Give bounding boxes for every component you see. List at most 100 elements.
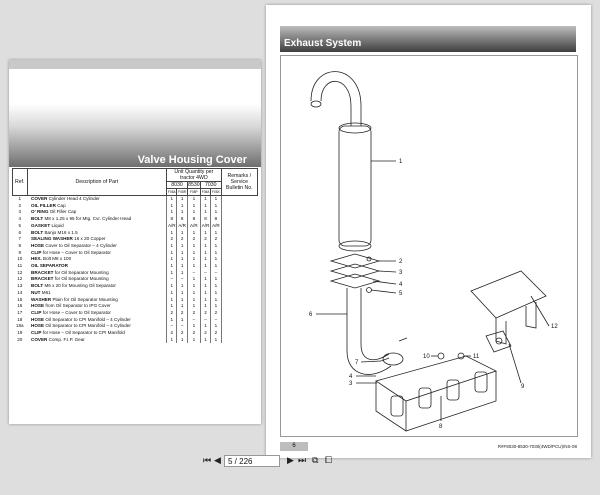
row-qty: 1: [166, 256, 177, 264]
row-qty: –: [166, 323, 177, 331]
gasket-9: [485, 330, 512, 353]
fit-page-icon[interactable]: ⧉: [312, 455, 319, 465]
col-submodel: F08X: [210, 188, 222, 196]
row-qty: 1: [210, 202, 222, 210]
row-qty: 1: [176, 289, 188, 297]
exhaust-diagram: 1 2 3 4 5 6 7 8 9 10 11 12 4 3: [280, 55, 578, 437]
page-top-band: [9, 60, 261, 69]
part-name: HOSE: [31, 242, 45, 248]
row-qty: 1: [186, 323, 201, 331]
row-qty: 1: [186, 303, 201, 310]
callout-8: 8: [439, 424, 443, 430]
callout-2: 2: [399, 259, 403, 265]
nut-11: [457, 352, 465, 360]
row-desc: BOLT M8 x 1.25 x 95 for Mtg. Cvr. Cylind…: [27, 216, 167, 223]
row-qty: 2: [186, 236, 201, 243]
row-remarks: [220, 216, 258, 223]
row-qty: 2: [199, 236, 211, 243]
row-desc: CLIP for Hose – Cover to Oil Separator: [27, 250, 167, 257]
part-detail: for Hose – Cover to Oil Separator: [42, 309, 111, 315]
col-remarks: Remarks / Service Bulletin No.: [220, 168, 259, 196]
row-qty: 1: [186, 296, 201, 304]
row-ref: 4: [18, 216, 22, 222]
part-detail: Comp. F.I.P. Gear: [48, 336, 85, 342]
page-input[interactable]: 5 / 226: [224, 455, 280, 467]
row-qty: A/R: [210, 222, 222, 230]
row-ref: 15: [17, 296, 23, 302]
two-page-icon[interactable]: ⧠: [325, 455, 333, 465]
row-qty: 1: [210, 195, 222, 203]
prev-page-icon[interactable]: ◀: [214, 455, 221, 465]
first-page-icon[interactable]: ⏮: [203, 455, 212, 465]
clamp-plate-lower: [329, 273, 381, 289]
row-remarks: [220, 249, 258, 257]
heat-shield-12: [470, 270, 547, 319]
row-qty: 1: [166, 195, 177, 203]
row-remarks: [220, 289, 258, 297]
part-name: CLIP: [31, 309, 42, 315]
row-remarks: [220, 276, 258, 284]
row-remarks: [220, 195, 258, 203]
row-qty: 8: [186, 216, 201, 223]
row-ref: 9: [18, 249, 22, 255]
manifold-port-2: [418, 387, 432, 409]
row-qty: 2: [210, 330, 222, 337]
row-qty: 1: [166, 296, 177, 304]
row-qty: –: [186, 316, 201, 324]
part-detail: M8 x 1.25 x 95 for Mtg. Cvr. Cylinder He…: [44, 216, 132, 222]
row-ref: 14: [17, 289, 23, 295]
part-name: O' RING: [31, 209, 49, 215]
callout-3b: 3: [349, 381, 353, 387]
part-name: BOLT: [31, 229, 44, 235]
col-submodel: F08A: [199, 188, 212, 196]
footer-code: R#F8030-8530-7030(4WD/PCU)/NS-08: [497, 444, 577, 449]
callout-4: 4: [399, 282, 403, 288]
row-qty: 2: [166, 330, 177, 337]
row-ref: 17: [17, 309, 23, 315]
col-submodel: F08R: [176, 188, 188, 196]
part-name: CLIP: [31, 330, 42, 336]
page-number: 6: [280, 442, 308, 451]
clamp-plate-middle: [329, 263, 381, 279]
part-detail: from Oil Separator to IPG Cover: [45, 303, 111, 309]
part-name: GASKET: [31, 222, 51, 228]
row-qty: 1: [176, 195, 188, 203]
row-ref: 18a: [15, 323, 24, 329]
pipe-flange: [382, 352, 404, 366]
row-remarks: [220, 336, 258, 344]
row-qty: 1: [176, 242, 188, 250]
row-qty: 1: [199, 323, 211, 331]
col-desc: Description of Part: [26, 168, 168, 196]
row-qty: 1: [176, 303, 188, 310]
row-remarks: [220, 222, 258, 230]
row-qty: 1: [166, 289, 177, 297]
row-ref: 5: [18, 222, 22, 228]
row-qty: 1: [166, 283, 177, 290]
row-desc: SEALING WASHER 16 x 20 Copper: [27, 236, 167, 243]
row-ref: 8: [18, 242, 22, 248]
row-qty: 1: [199, 336, 211, 344]
right-page: Exhaust System: [266, 5, 591, 458]
row-ref: 7: [18, 236, 22, 242]
section-title: Exhaust System: [284, 38, 362, 49]
row-qty: 1: [199, 195, 211, 203]
last-page-icon[interactable]: ⏭: [298, 455, 307, 465]
section-header: Exhaust System: [280, 26, 576, 52]
row-qty: –: [199, 269, 211, 277]
row-qty: 1: [166, 202, 177, 210]
part-name: SEALING WASHER: [31, 236, 73, 242]
row-qty: 1: [210, 256, 222, 264]
leader-12: [530, 295, 550, 327]
leader-5: [370, 289, 397, 294]
next-page-icon[interactable]: ▶: [287, 455, 294, 465]
col-submodel: F08A: [166, 188, 178, 196]
leader-3: [378, 270, 397, 273]
shield-leg-a: [495, 318, 507, 345]
bolt-7b: [398, 337, 408, 342]
row-qty: 1: [199, 263, 211, 270]
